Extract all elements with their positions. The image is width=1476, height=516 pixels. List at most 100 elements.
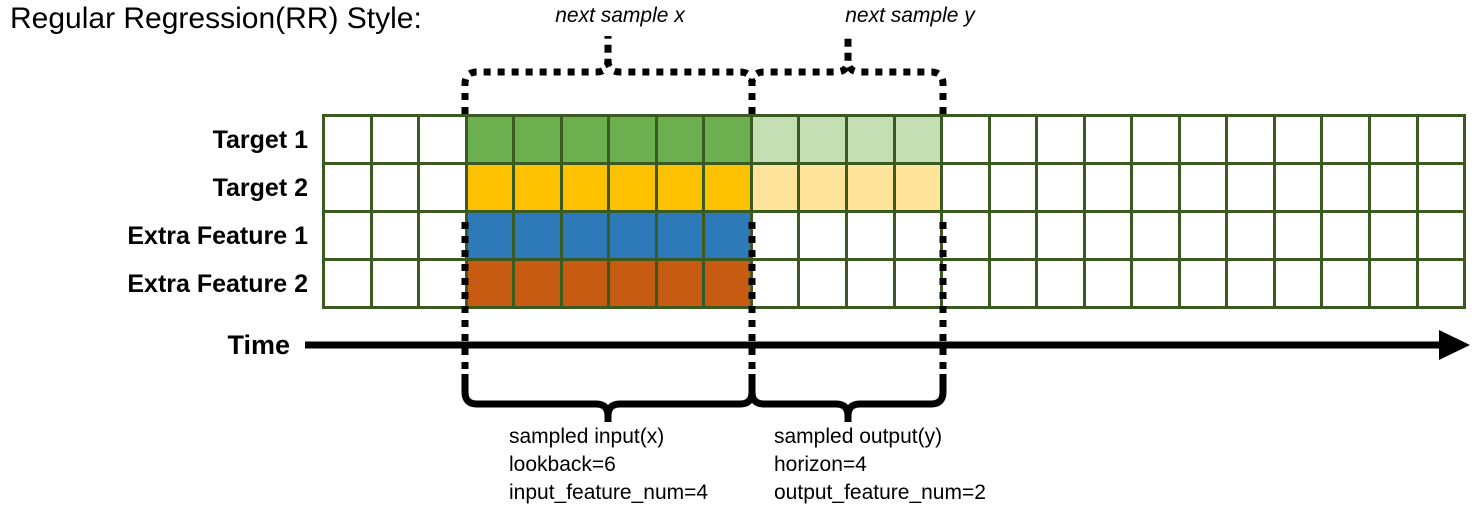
grid-cell-r2-c5: [562, 213, 608, 258]
timeseries-grid: [322, 114, 1466, 309]
grid-cell-r0-c7: [657, 117, 703, 162]
grid-cell-r1-c15: [1038, 165, 1083, 210]
grid-cell-r2-c22: [1371, 213, 1416, 258]
grid-cell-r2-c7: [657, 213, 703, 258]
grid-cell-r2-c6: [610, 213, 655, 258]
grid-cell-r0-c0: [325, 117, 370, 162]
grid-cell-r3-c4: [515, 261, 560, 306]
grid-cell-r0-c4: [515, 117, 560, 162]
grid-cell-r2-c16: [1085, 213, 1131, 258]
grid-cell-r0-c2: [420, 117, 465, 162]
grid-cell-r2-c10: [800, 213, 846, 258]
grid-cell-r1-c12: [895, 165, 941, 210]
grid-cell-r3-c22: [1371, 261, 1416, 306]
grid-cell-r3-c15: [1038, 261, 1083, 306]
grid-cell-r3-c14: [990, 261, 1036, 306]
note-line: horizon=4: [774, 452, 867, 476]
grid-cell-r3-c8: [705, 261, 750, 306]
grid-cell-r3-c5: [562, 261, 608, 306]
grid-cell-r3-c18: [1180, 261, 1226, 306]
grid-row-extra-feature-2: [325, 261, 1464, 306]
grid-cell-r2-c18: [1180, 213, 1226, 258]
grid-cell-r0-c15: [1038, 117, 1083, 162]
grid-cell-r3-c7: [657, 261, 703, 306]
bottom-note-sampled-output: sampled output(y) horizon=4 output_featu…: [774, 423, 986, 507]
grid-cell-r0-c12: [895, 117, 941, 162]
grid-cell-r0-c6: [610, 117, 655, 162]
grid-cell-r0-c16: [1085, 117, 1131, 162]
grid-row-extra-feature-1: [325, 213, 1464, 258]
grid-cell-r3-c10: [800, 261, 846, 306]
grid-cell-r1-c0: [325, 165, 370, 210]
grid-cell-r2-c14: [990, 213, 1036, 258]
grid-cell-r3-c0: [325, 261, 370, 306]
grid-cell-r1-c4: [515, 165, 560, 210]
grid-cell-r3-c3: [467, 261, 513, 306]
grid-cell-r0-c17: [1133, 117, 1178, 162]
grid-cell-r1-c3: [467, 165, 513, 210]
grid-cell-r3-c20: [1275, 261, 1321, 306]
grid-cell-r1-c6: [610, 165, 655, 210]
grid-cell-r0-c23: [1418, 117, 1464, 162]
grid-cell-r0-c3: [467, 117, 513, 162]
grid-cell-r3-c23: [1418, 261, 1464, 306]
grid-cell-r1-c7: [657, 165, 703, 210]
grid-cell-r0-c8: [705, 117, 750, 162]
grid-cell-r1-c17: [1133, 165, 1178, 210]
grid-cell-r1-c21: [1323, 165, 1369, 210]
note-line: input_feature_num=4: [509, 480, 709, 504]
grid-cell-r1-c16: [1085, 165, 1131, 210]
grid-cell-r1-c20: [1275, 165, 1321, 210]
grid-cell-r3-c17: [1133, 261, 1178, 306]
top-brace-label-next-sample-y: next sample y: [845, 4, 975, 27]
grid-cell-r2-c11: [848, 213, 893, 258]
grid-cell-r2-c8: [705, 213, 750, 258]
time-axis-label: Time: [227, 330, 290, 360]
row-label-extra-feature-2: Extra Feature 2: [127, 270, 308, 298]
grid-cell-r3-c9: [752, 261, 798, 306]
bottom-brace-x: [461, 374, 756, 422]
grid-cell-r3-c19: [1228, 261, 1273, 306]
grid-cell-r3-c6: [610, 261, 655, 306]
grid-cell-r3-c13: [943, 261, 988, 306]
grid-cell-r0-c19: [1228, 117, 1273, 162]
time-axis-arrow: [305, 330, 1470, 360]
note-line: lookback=6: [509, 452, 616, 476]
grid-cell-r2-c9: [752, 213, 798, 258]
bottom-note-sampled-input: sampled input(x) lookback=6 input_featur…: [509, 423, 708, 507]
row-label-extra-feature-1: Extra Feature 1: [127, 222, 308, 250]
grid-cell-r0-c1: [372, 117, 418, 162]
grid-row-target-1: [325, 117, 1464, 162]
grid-cell-r0-c21: [1323, 117, 1369, 162]
grid-cell-r2-c1: [372, 213, 418, 258]
grid-cell-r1-c5: [562, 165, 608, 210]
top-brace-y: [748, 36, 947, 114]
grid-cell-r2-c2: [420, 213, 465, 258]
grid-cell-r1-c18: [1180, 165, 1226, 210]
grid-cell-r1-c8: [705, 165, 750, 210]
top-brace-x: [461, 36, 756, 114]
grid-cell-r1-c14: [990, 165, 1036, 210]
grid-cell-r0-c22: [1371, 117, 1416, 162]
grid-cell-r0-c20: [1275, 117, 1321, 162]
bottom-brace-y: [748, 374, 947, 422]
grid-cell-r2-c20: [1275, 213, 1321, 258]
grid-row-target-2: [325, 165, 1464, 210]
top-brace-label-next-sample-x: next sample x: [555, 4, 685, 27]
grid-cell-r0-c9: [752, 117, 798, 162]
grid-cell-r1-c13: [943, 165, 988, 210]
note-line: output_feature_num=2: [774, 480, 986, 504]
grid-cell-r0-c14: [990, 117, 1036, 162]
dotted-guide-lines: [461, 222, 947, 374]
grid-cell-r3-c12: [895, 261, 941, 306]
row-label-target-2: Target 2: [212, 174, 308, 202]
grid-cell-r1-c11: [848, 165, 893, 210]
note-line: sampled input(x): [509, 425, 665, 448]
grid-cell-r2-c17: [1133, 213, 1178, 258]
grid-cell-r2-c23: [1418, 213, 1464, 258]
grid-cell-r0-c10: [800, 117, 846, 162]
grid-cell-r0-c11: [848, 117, 893, 162]
note-line: sampled output(y): [774, 425, 943, 448]
